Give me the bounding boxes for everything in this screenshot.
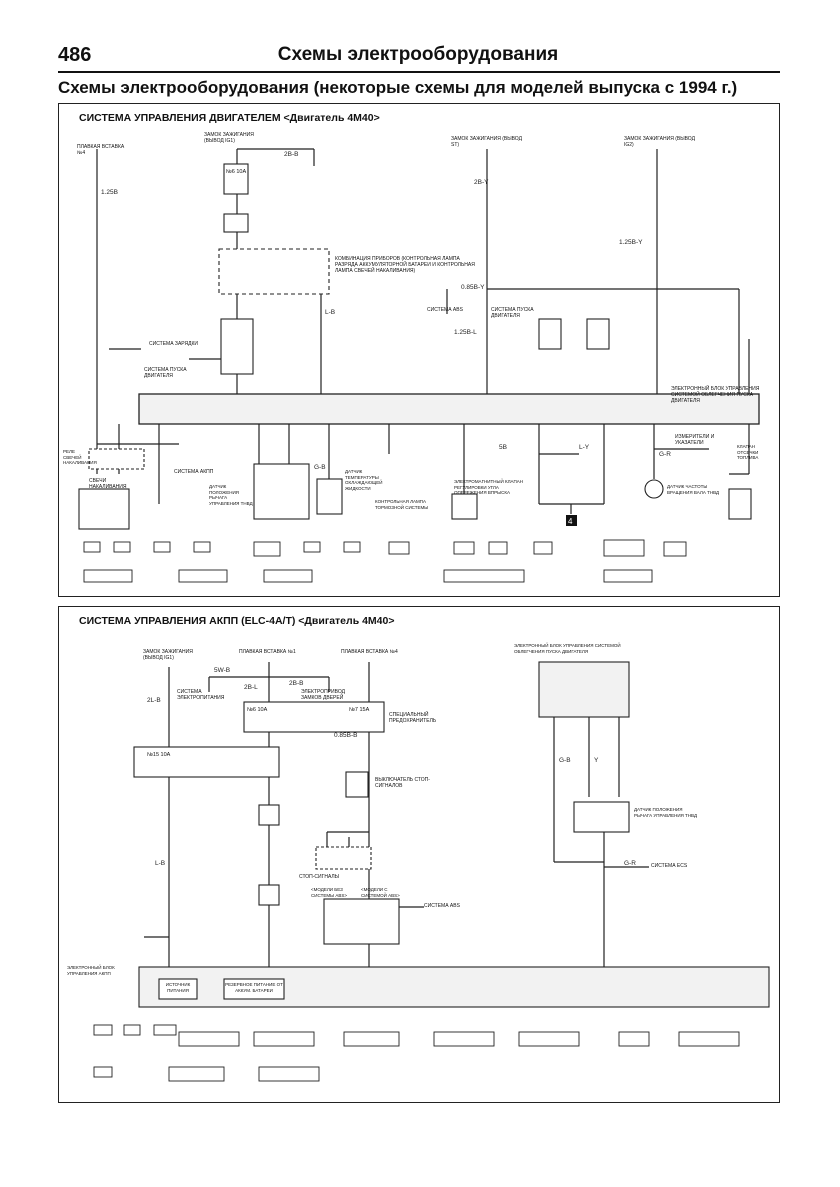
- wire-label-2b-l: 2B-L: [244, 684, 258, 691]
- label-tacho: ИЗМЕРИТЕЛИ И УКАЗАТЕЛИ: [675, 434, 715, 446]
- wire-label-l-b-at: L-B: [155, 860, 165, 867]
- wire-label-g-r-at: G-R: [624, 860, 636, 867]
- stop-lamps: [315, 846, 372, 870]
- engine-ecu-box: [138, 393, 760, 425]
- label-power-system: СИСТЕМА ЭЛЕКТРОПИТАНИЯ: [177, 689, 225, 701]
- timer-valve: [451, 493, 478, 520]
- label-backup-power: РЕЗЕРВНОЕ ПИТАНИЕ ОТ АККУМ. БАТАРЕИ: [225, 982, 283, 993]
- label-ecu: ЭЛЕКТРОННЫЙ БЛОК УПРАВЛЕНИЯ СИСТЕМОЙ ОБЛ…: [671, 386, 760, 404]
- label-with-abs: <МОДЕЛИ С СИСТЕМОЙ ABS>: [361, 887, 400, 898]
- label-coolant-sensor: ДАТЧИК ТЕМПЕРАТУРЫ ОХЛАЖДАЮЩЕЙ ЖИДКОСТИ: [345, 469, 383, 491]
- glow-relay: [88, 448, 145, 470]
- label-timer-valve: ЭЛЕКТРОМАГНИТНЫЙ КЛАПАН РЕГУЛИРОВКИ УГЛА…: [454, 479, 523, 495]
- label-stop-switch: ВЫКЛЮЧАТЕЛЬ СТОП-СИГНАЛОВ: [375, 777, 430, 789]
- label-ignition-ig2: ЗАМОК ЗАЖИГАНИЯ (ВЫВОД IG2): [624, 136, 695, 148]
- relay-2: [586, 318, 610, 350]
- label-engine-ecu: ЭЛЕКТРОННЫЙ БЛОК УПРАВЛЕНИЯ СИСТЕМОЙ ОБЛ…: [514, 643, 621, 654]
- label-ecs-system: СИСТЕМА ECS: [651, 863, 688, 869]
- page-title: Схемы электрооборудования: [277, 44, 559, 65]
- speed-sensor: [644, 479, 664, 499]
- wire-label-2b-b: 2B-B: [289, 680, 303, 687]
- wire-label-5b: 1.25B: [101, 189, 118, 196]
- wire-label-g-b-at: G-B: [559, 757, 571, 764]
- connector-row-1: [83, 539, 687, 583]
- fuse-no15-box: [133, 746, 280, 778]
- label-no-abs: <МОДЕЛИ БЕЗ СИСТЕМЫ ABS>: [311, 887, 347, 898]
- stop-switch: [345, 771, 369, 798]
- wire-label-1-25b-l: 1.25B-L: [454, 329, 477, 336]
- label-ignition-ig1-at: ЗАМОК ЗАЖИГАНИЯ (ВЫВОД IG1): [143, 649, 193, 661]
- engine-diagram-panel: СИСТЕМА УПРАВЛЕНИЯ ДВИГАТЕЛЕМ <Двигатель…: [58, 103, 780, 597]
- instrument-cluster: [218, 248, 330, 295]
- page-subtitle: Схемы электрооборудования (некоторые схе…: [58, 78, 738, 97]
- label-fuse-no6-at: №6 10A: [247, 707, 268, 713]
- wire-label-5w-b: 5W-B: [214, 667, 230, 674]
- pedal-sensor-at: [573, 801, 630, 833]
- wire-label-1-25b-y: 1.25B-Y: [619, 239, 643, 246]
- wire-label-0-85b-b: 0.85B-B: [334, 732, 358, 739]
- label-brake-lamp: КОНТРОЛЬНАЯ ЛАМПА ТОРМОЗНОЙ СИСТЕМЫ: [375, 499, 429, 510]
- page-number: 486: [58, 44, 92, 66]
- label-fuse-no6: №6 10A: [225, 169, 247, 175]
- wire-label-0-85b-y: 0.85B-Y: [461, 284, 485, 291]
- label-fuse-block-b: ПЛАВКАЯ ВСТАВКА №4: [341, 649, 398, 655]
- at-diagram-title: СИСТЕМА УПРАВЛЕНИЯ АКПП (ELC-4A/T) <Двиг…: [79, 615, 395, 627]
- label-start-system: СИСТЕМА ПУСКА ДВИГАТЕЛЯ: [491, 307, 534, 319]
- fuse-no6: [223, 163, 249, 195]
- label-abs-system-at: СИСТЕМА ABS: [424, 903, 460, 909]
- wire-label-1-25b: 5B: [499, 444, 507, 451]
- coolant-sensor: [316, 478, 343, 515]
- wire-label-l-y: L-Y: [579, 444, 590, 451]
- label-cutoff: КЛАПАН ОТСЕЧКИ ТОПЛИВА: [737, 444, 759, 460]
- label-stop-lamps: СТОП-СИГНАЛЫ: [299, 874, 340, 880]
- label-speed-sensor: ДАТЧИК ЧАСТОТЫ ВРАЩЕНИЯ ВАЛА ТНВД: [667, 484, 720, 495]
- label-glow-plugs: СВЕЧИ НАКАЛИВАНИЯ: [89, 478, 127, 490]
- label-abs-system: СИСТЕМА ABS: [427, 307, 463, 313]
- wire-label-2b-b: 2B-B: [284, 151, 298, 158]
- label-power-src: ИСТОЧНИК ПИТАНИЯ: [165, 982, 191, 993]
- glow-plugs: [78, 488, 130, 530]
- label-instrument-cluster: КОМБИНАЦИЯ ПРИБОРОВ (КОНТРОЛЬНАЯ ЛАМПА Р…: [335, 256, 475, 274]
- connector-row-2: [93, 1024, 740, 1082]
- label-fuse-block: ПЛАВКАЯ ВСТАВКА №4: [77, 144, 125, 156]
- label-pedal-sensor-at: ДАТЧИК ПОЛОЖЕНИЯ РЫЧАГА УПРАВЛЕНИЯ ТНВД: [634, 807, 698, 818]
- wire-label-g-r: G-R: [659, 451, 671, 458]
- fuse-box-at: [243, 701, 385, 733]
- label-start-system-2: СИСТЕМА ПУСКА ДВИГАТЕЛЯ: [144, 367, 187, 379]
- fuel-cutoff: [728, 488, 752, 520]
- wire-label-2b-y: 2B-Y: [474, 179, 489, 186]
- at-wiring-diagram: 5W-B 2B-L 2B-B 0.85B-B G-B L-B Y G-R 2L-…: [93, 661, 770, 1082]
- label-at-ecu: ЭЛЕКТРОННЫЙ БЛОК УПРАВЛЕНИЯ АКПП: [67, 965, 115, 976]
- wire-label-g-b: G-B: [314, 464, 326, 471]
- pedal-sensor: [253, 463, 310, 520]
- label-at-system: СИСТЕМА АКПП: [174, 469, 214, 475]
- label-ignition-st: ЗАМОК ЗАЖИГАНИЯ (ВЫВОД ST): [451, 136, 522, 148]
- at-diagram-panel: СИСТЕМА УПРАВЛЕНИЯ АКПП (ELC-4A/T) <Двиг…: [58, 606, 780, 1103]
- charging-relay: [220, 318, 254, 375]
- header-rule: [58, 71, 780, 73]
- engine-ecu-at: [538, 661, 630, 718]
- label-special-fuse: СПЕЦИАЛЬНЫЙ ПРЕДОХРАНИТЕЛЬ: [389, 712, 437, 724]
- label-door-lock: ЭЛЕКТРОПРИВОД ЗАМКОВ ДВЕРЕЙ: [301, 689, 345, 701]
- engine-diagram-title: СИСТЕМА УПРАВЛЕНИЯ ДВИГАТЕЛЕМ <Двигатель…: [79, 112, 380, 124]
- label-fuse-no7: №7 15A: [349, 707, 370, 713]
- label-charging-system: СИСТЕМА ЗАРЯДКИ: [149, 341, 199, 347]
- relay-1: [538, 318, 562, 350]
- ground-label: 4: [568, 517, 573, 526]
- wire-label-l-b: L-B: [325, 309, 335, 316]
- label-ignition-ig1: ЗАМОК ЗАЖИГАНИЯ (ВЫВОД IG1): [204, 132, 254, 144]
- page-header: 486 Схемы электрооборудования: [58, 40, 778, 70]
- abs-box: [323, 898, 400, 945]
- wire-label-2l-b: 2L-B: [147, 697, 161, 704]
- label-fuse-block-a: ПЛАВКАЯ ВСТАВКА №1: [239, 649, 296, 655]
- label-glow-relay: РЕЛЕ СВЕЧЕЙ НАКАЛИВАНИЯ: [63, 449, 97, 465]
- wire-label-y: Y: [594, 757, 599, 764]
- label-pedal-sensor: ДАТЧИК ПОЛОЖЕНИЯ РЫЧАГА УПРАВЛЕНИЯ ТНВД: [209, 484, 253, 506]
- engine-wiring-diagram: 4 1.25B 2B-Y 0.85B-Y 1.25B-L L-B 5B L-Y …: [78, 148, 760, 583]
- label-fuse-no15: №15 10A: [147, 752, 171, 758]
